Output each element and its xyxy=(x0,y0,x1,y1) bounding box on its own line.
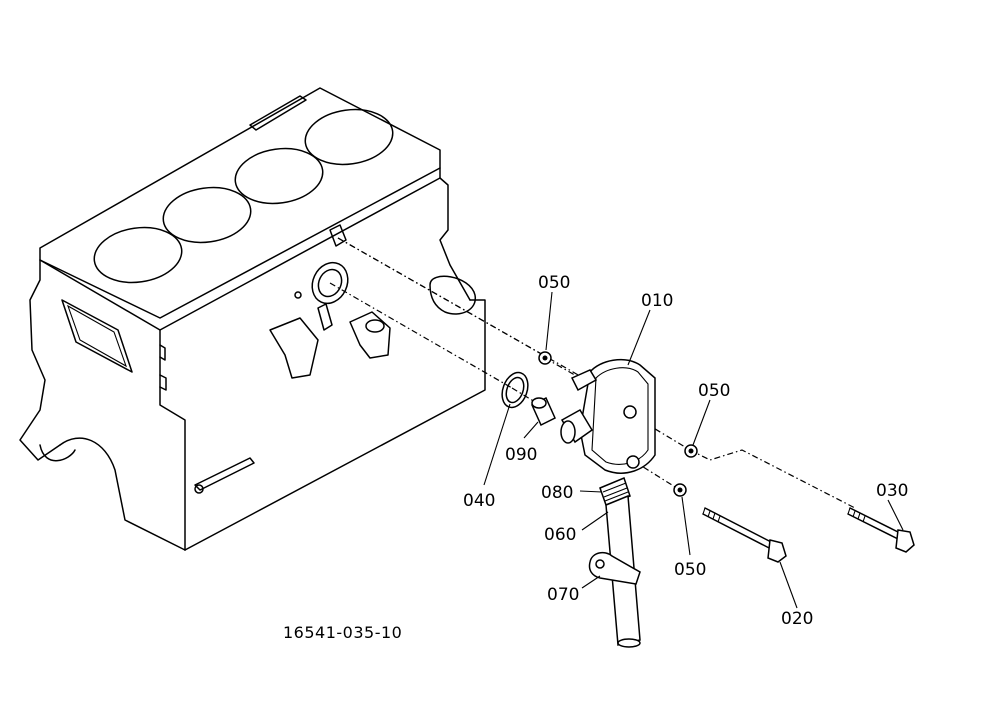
drawing-reference-number: 16541-035-10 xyxy=(283,623,402,642)
callout-090: 090 xyxy=(505,445,537,465)
callout-050-right: 050 xyxy=(698,381,730,401)
callout-020: 020 xyxy=(781,609,813,629)
engine-block xyxy=(19,87,486,551)
callout-070: 070 xyxy=(547,585,579,605)
bolt-020 xyxy=(702,507,787,563)
callout-060: 060 xyxy=(544,525,576,545)
callout-040: 040 xyxy=(463,491,495,511)
pipe-bracket-070 xyxy=(588,551,641,585)
callout-050-lower: 050 xyxy=(674,560,706,580)
collar-090 xyxy=(531,396,556,427)
callout-030: 030 xyxy=(876,481,908,501)
leader-lines xyxy=(483,291,904,609)
callout-labels: 010 020 030 040 050 050 050 060 070 080 … xyxy=(283,273,908,642)
oil-pump xyxy=(560,358,656,474)
washers-050 xyxy=(538,351,698,497)
bolt-030 xyxy=(847,507,915,553)
callout-050-top: 050 xyxy=(538,273,570,293)
callout-080: 080 xyxy=(541,483,573,503)
callout-010: 010 xyxy=(641,291,673,311)
